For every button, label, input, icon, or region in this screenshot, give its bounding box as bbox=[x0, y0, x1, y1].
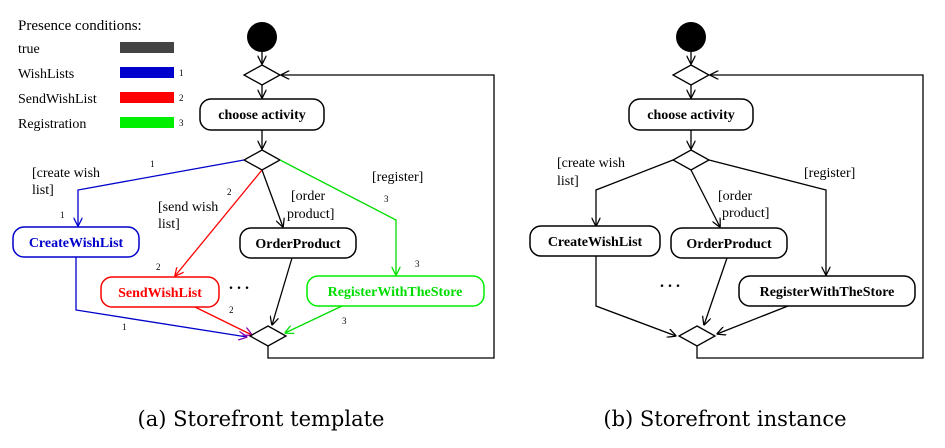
instance-guard-order-line2: product] bbox=[722, 206, 769, 221]
instance-caption: (b) Storefront instance bbox=[603, 407, 846, 431]
template-edge-register bbox=[279, 159, 396, 275]
instance-guard-create-line1: [create wish bbox=[557, 156, 625, 171]
instance-edge-order-product bbox=[690, 169, 720, 227]
instance-edge-orderproduct-merge bbox=[704, 257, 728, 325]
template-edge-send-wishlist bbox=[175, 169, 263, 276]
instance-edge-register-merge bbox=[717, 305, 789, 334]
instance-guard-order-line1: [order bbox=[718, 189, 753, 204]
legend-title: Presence conditions: bbox=[18, 18, 142, 34]
template-guard-send-line1: [send wish bbox=[158, 200, 218, 215]
instance-guard-create-line2: list] bbox=[557, 174, 579, 189]
template-guard-order-line2: product] bbox=[287, 207, 334, 222]
template-bottom-merge-diamond bbox=[248, 325, 288, 347]
template-edge-orderproduct-merge bbox=[272, 257, 293, 325]
template-diagram: choose activity [create wish list] 1 1 [… bbox=[12, 22, 495, 431]
template-edge-num-register-top: 3 bbox=[384, 194, 389, 204]
template-guard-order-line1: [order bbox=[291, 189, 326, 204]
template-initial-node bbox=[247, 22, 277, 52]
template-edge-num-register-bottom: 3 bbox=[415, 259, 420, 269]
template-caption: (a) Storefront template bbox=[138, 407, 385, 431]
legend-swatch-sendwishlist bbox=[120, 92, 174, 103]
template-choose-activity-label: choose activity bbox=[218, 108, 305, 123]
template-registerwiththestore-node bbox=[306, 275, 485, 307]
legend-label-sendwishlist: SendWishList bbox=[18, 92, 97, 107]
template-guard-create-line2: list] bbox=[32, 183, 54, 198]
template-decision-diamond bbox=[242, 149, 282, 171]
instance-registerwiththestore-node bbox=[738, 275, 916, 307]
instance-decision-diamond bbox=[671, 149, 711, 171]
instance-guard-register: [register] bbox=[804, 166, 855, 181]
template-sendwishlist-label: SendWishList bbox=[118, 286, 202, 301]
template-edge-num-create-bottom: 1 bbox=[60, 210, 65, 220]
template-edge-create-wishlist bbox=[78, 159, 245, 226]
template-guard-send-line2: list] bbox=[158, 217, 180, 232]
template-top-merge-diamond bbox=[242, 64, 282, 86]
template-edge-order-product bbox=[261, 169, 283, 227]
legend-label-wishlists: WishLists bbox=[18, 67, 74, 82]
template-registerwiththestore-label: RegisterWithTheStore bbox=[328, 285, 463, 300]
template-guard-register: [register] bbox=[372, 170, 423, 185]
instance-choose-activity-label: choose activity bbox=[647, 108, 734, 123]
instance-orderproduct-label: OrderProduct bbox=[686, 237, 772, 252]
instance-ellipsis: . . . bbox=[660, 274, 680, 291]
instance-createwishlist-node bbox=[529, 225, 661, 257]
legend-label-registration: Registration bbox=[18, 117, 86, 132]
legend-num-registration: 3 bbox=[179, 118, 184, 128]
instance-bottom-merge-diamond bbox=[677, 325, 717, 347]
template-orderproduct-label: OrderProduct bbox=[255, 237, 341, 252]
legend-num-wishlists: 1 bbox=[179, 68, 184, 78]
instance-createwishlist-label: CreateWishList bbox=[548, 235, 643, 250]
template-guard-create-line1: [create wish bbox=[32, 166, 100, 181]
template-edge-createwishlist-merge bbox=[75, 257, 247, 337]
template-createwishlist-label: CreateWishList bbox=[29, 236, 124, 251]
instance-initial-node bbox=[676, 22, 706, 52]
instance-diagram: choose activity [create wish list] [orde… bbox=[529, 22, 924, 431]
instance-edge-register bbox=[708, 159, 826, 275]
instance-registerwiththestore-label: RegisterWithTheStore bbox=[760, 285, 895, 300]
template-edge-num-create-merge: 1 bbox=[122, 322, 127, 332]
instance-edge-loop-back bbox=[696, 75, 924, 359]
legend-swatch-wishlists bbox=[120, 67, 174, 78]
legend: Presence conditions: true WishLists 1 Se… bbox=[18, 18, 184, 132]
template-sendwishlist-node bbox=[100, 276, 220, 308]
template-ellipsis: . . . bbox=[229, 276, 249, 293]
instance-orderproduct-node bbox=[670, 227, 788, 259]
template-edge-num-send-merge: 2 bbox=[229, 305, 234, 315]
legend-label-true: true bbox=[18, 42, 40, 57]
template-edge-num-send-top: 2 bbox=[227, 187, 232, 197]
template-edge-loop-back bbox=[267, 75, 495, 359]
template-edge-sendwishlist-merge bbox=[194, 306, 252, 335]
instance-edge-createwishlist-merge bbox=[595, 256, 676, 336]
legend-swatch-registration bbox=[120, 117, 174, 128]
template-edge-num-register-merge: 3 bbox=[342, 316, 347, 326]
template-edge-register-merge bbox=[285, 305, 343, 333]
instance-edge-create-wishlist bbox=[596, 159, 674, 226]
instance-top-merge-diamond bbox=[671, 64, 711, 86]
legend-num-sendwishlist: 2 bbox=[179, 93, 184, 103]
template-orderproduct-node bbox=[239, 227, 357, 259]
legend-swatch-true bbox=[120, 42, 174, 53]
template-edge-num-send-bottom: 2 bbox=[156, 262, 161, 272]
template-edge-num-create-top: 1 bbox=[150, 159, 155, 169]
